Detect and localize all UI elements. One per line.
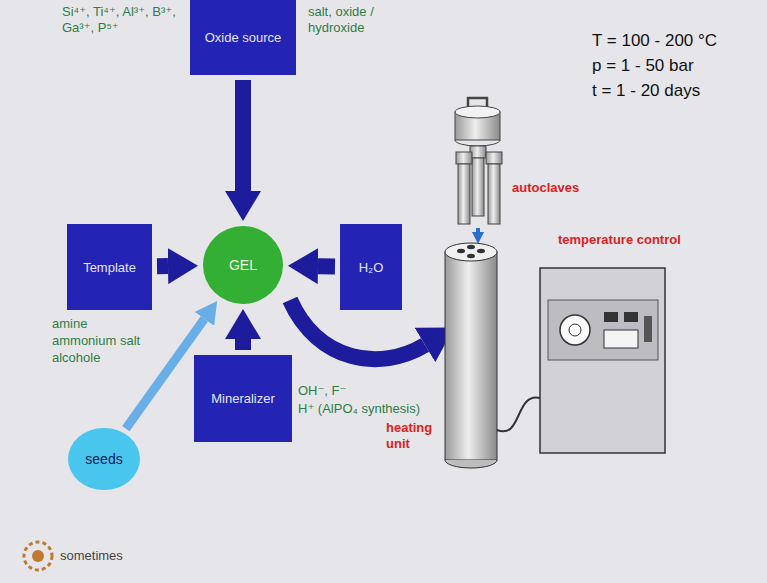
seeds-note: sometimes xyxy=(60,548,123,564)
flow-arrow xyxy=(318,258,335,274)
part-label: temperature control xyxy=(558,232,681,248)
template-item: alcohole xyxy=(52,350,100,366)
flow-arrow xyxy=(157,258,168,274)
node-text: GEL xyxy=(229,257,257,273)
condition: t = 1 - 20 days xyxy=(592,80,700,101)
node-text: seeds xyxy=(85,451,122,467)
part-label: autoclaves xyxy=(512,180,579,196)
oxide-forms: salt, oxide / hydroxide xyxy=(308,4,418,37)
template-item: amine xyxy=(52,316,87,332)
node-text: H₂O xyxy=(359,260,384,275)
autoclave-tubes xyxy=(456,146,502,224)
temperature-controller xyxy=(540,268,665,453)
mineralizer-box: Mineralizer xyxy=(194,355,292,442)
condition: T = 100 - 200 °C xyxy=(592,30,717,51)
mineralizer-ions: OH⁻, F⁻ xyxy=(298,383,346,399)
condition: p = 1 - 50 bar xyxy=(592,55,694,76)
template-box: Template xyxy=(67,224,152,310)
mineralizer-ions: H⁺ (AlPO₄ synthesis) xyxy=(298,401,420,417)
seeds-circle: seeds xyxy=(68,428,140,490)
part-label: heating unit xyxy=(386,420,442,453)
gel-circle: GEL xyxy=(203,226,283,304)
flow-arrow xyxy=(235,339,251,350)
template-item: ammonium salt xyxy=(52,333,140,349)
node-text: Oxide source xyxy=(205,30,282,45)
insert-arrow xyxy=(476,228,480,232)
node-text: Template xyxy=(83,260,136,275)
autoclave-lid xyxy=(455,98,500,146)
oxide-source-box: Oxide source xyxy=(190,0,296,75)
water-box: H₂O xyxy=(340,224,402,310)
oxide-ions: Si⁴⁺, Ti⁴⁺, Al³⁺, B³⁺, Ga³⁺, P⁵⁺ xyxy=(62,4,187,37)
heating-unit xyxy=(445,243,497,468)
logo xyxy=(24,542,52,570)
cable xyxy=(497,397,540,431)
node-text: Mineralizer xyxy=(211,391,275,406)
flow-arrow xyxy=(235,80,251,191)
